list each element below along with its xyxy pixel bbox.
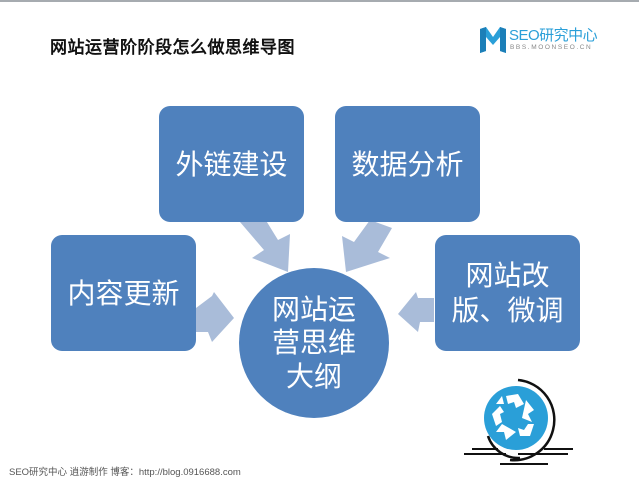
node-content-update: 内容更新 <box>51 235 196 351</box>
node-site-revision: 网站改 版、微调 <box>435 235 580 351</box>
arrow-icon <box>196 292 234 342</box>
arrow-icon <box>398 292 434 332</box>
node-link-building: 外链建设 <box>159 106 304 222</box>
page-title: 网站运营阶阶段怎么做思维导图 <box>50 38 295 58</box>
logo-m-icon <box>480 27 506 53</box>
arrow-icon <box>240 214 290 272</box>
logo-name: SEO研究中心 <box>509 27 598 44</box>
footer-credit: SEO研究中心 逍游制作 博客：http://blog.0916688.com <box>9 467 241 478</box>
recycle-icon <box>464 378 573 465</box>
node-data-analysis: 数据分析 <box>335 106 480 222</box>
logo: SEO研究中心 BBS.MOONSEO.CN <box>478 24 628 56</box>
center-node: 网站运 营思维 大纲 <box>239 268 389 418</box>
top-border <box>0 0 639 2</box>
arrow-icon <box>342 220 392 272</box>
logo-subtitle: BBS.MOONSEO.CN <box>510 44 593 51</box>
